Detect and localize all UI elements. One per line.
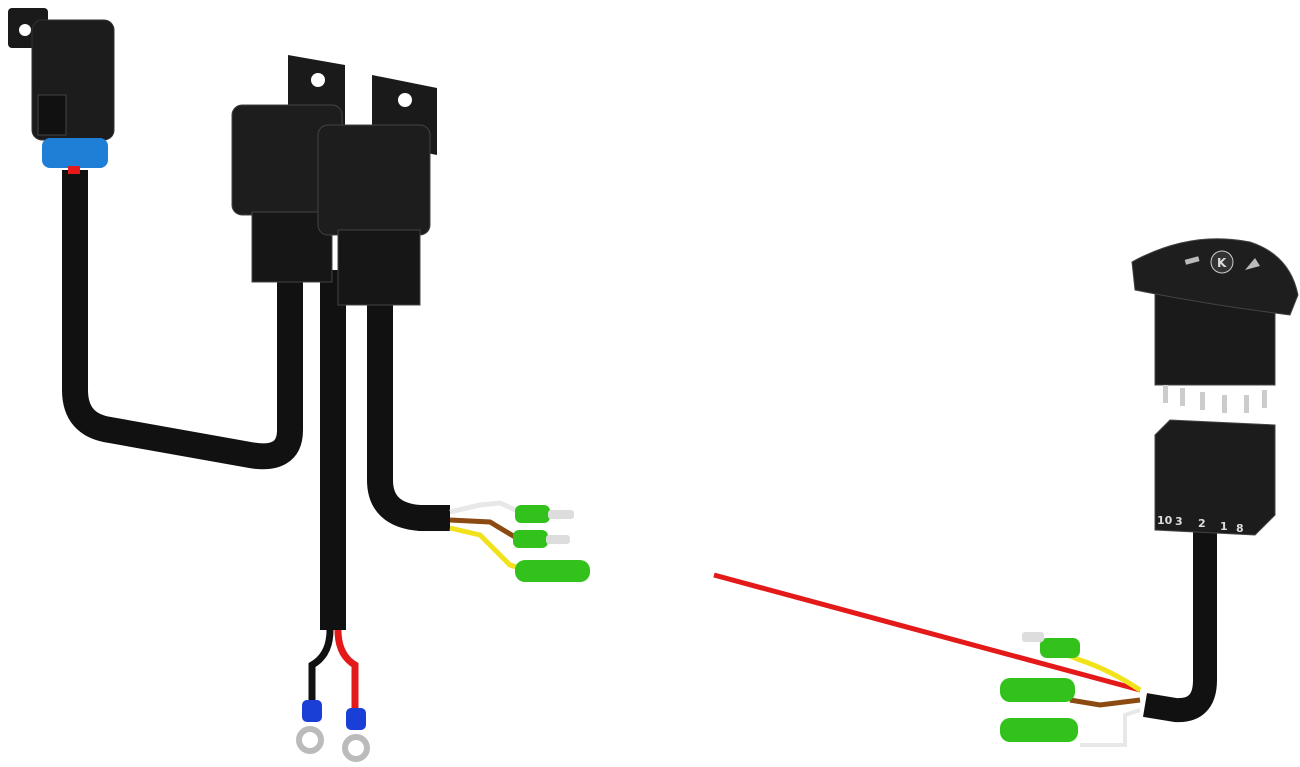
logo-icon: [1210, 250, 1234, 274]
weatherproof-connector: [8, 8, 115, 174]
ring-terminal-red: [342, 708, 370, 762]
switch-yellow-lead: [1059, 649, 1142, 693]
switch-brown-lead: [1069, 697, 1141, 708]
ring-terminal-black: [296, 700, 324, 754]
pin-label-8: 8: [1236, 522, 1244, 535]
long-red-wire: [713, 572, 1141, 693]
green-spade-terminal-2: [513, 530, 570, 548]
switch-connector: 10 3 2 1 8: [1154, 419, 1276, 536]
green-female-terminal: [515, 560, 590, 582]
connector-cable: [62, 170, 303, 470]
switch-green-female-terminal-1: [1000, 678, 1075, 702]
pin-label-1: 1: [1220, 520, 1228, 533]
switch-logo-text: K: [1217, 256, 1227, 270]
red-wire: [334, 629, 359, 710]
pin-label-10: 10: [1157, 514, 1173, 527]
pin-label-2: 2: [1198, 517, 1206, 530]
white-lead: [449, 500, 522, 515]
rocker-switch: K: [1131, 238, 1299, 413]
switch-green-spade-terminal: [1022, 632, 1080, 658]
pin-label-3: 3: [1175, 515, 1183, 528]
switch-white-lead: [1080, 708, 1141, 747]
green-spade-terminal-1: [515, 505, 574, 523]
yellow-lead: [449, 525, 521, 571]
brown-lead: [449, 517, 522, 543]
black-wire: [308, 629, 334, 710]
relay-right: [317, 75, 437, 306]
relay-right-cable: [367, 290, 450, 531]
relay-left: [231, 55, 345, 283]
switch-green-female-terminal-2: [1000, 718, 1078, 742]
switch-cable: [1143, 530, 1217, 723]
